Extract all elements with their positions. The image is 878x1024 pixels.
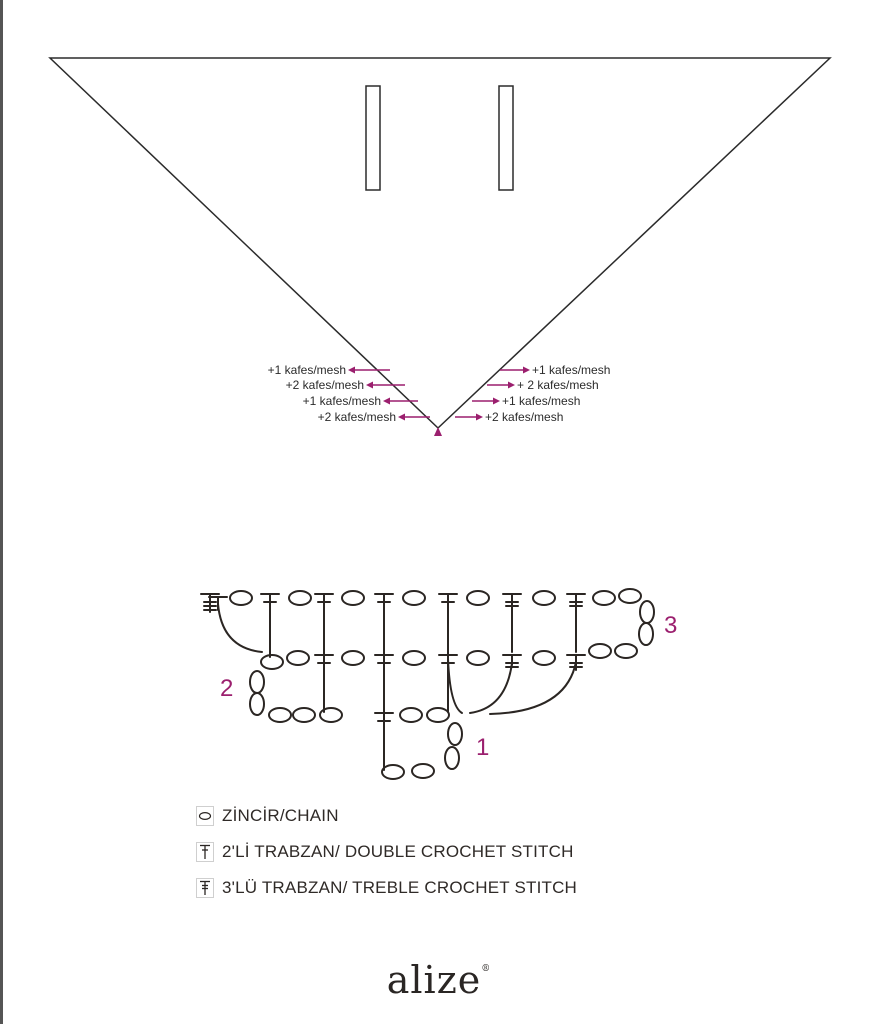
registered-mark: ® (481, 964, 492, 974)
chain-stitch (618, 588, 642, 604)
chain-stitch (466, 590, 490, 606)
chain-stitch (319, 707, 343, 723)
row-label-2: 2 (220, 675, 233, 702)
chain-stitch (288, 590, 312, 606)
chain-stitch (402, 650, 426, 666)
chain-stitch (614, 643, 638, 659)
legend-chain-label: ZİNCİR/CHAIN (222, 806, 339, 825)
legend-double-crochet-label: 2'Lİ TRABZAN/ DOUBLE CROCHET STITCH (222, 842, 574, 861)
chain-stitch (249, 670, 265, 694)
treble-crochet-symbol-icon (196, 878, 214, 898)
chain-stitch (229, 590, 253, 606)
shawl-outline (48, 57, 832, 430)
chain-stitch (399, 707, 423, 723)
legend-row-chain: ZİNCİR/CHAIN (196, 806, 339, 826)
brand-logo: alize® (0, 958, 878, 1002)
chain-stitch (638, 622, 654, 646)
stitch-curve (217, 603, 263, 653)
row-label-1: 1 (476, 734, 489, 761)
increase-label-right-2: + 2 kafes/mesh (517, 378, 599, 392)
legend-row-treble-crochet: 3'LÜ TRABZAN/ TREBLE CROCHET STITCH (196, 878, 577, 898)
double-crochet-symbol-icon (196, 842, 214, 862)
increase-label-left-4: +2 kafes/mesh (318, 410, 396, 424)
slot-left (365, 85, 381, 191)
increase-arrows-right: +1 kafes/mesh + 2 kafes/mesh +1 kafes/me… (455, 363, 610, 424)
chain-stitch (592, 590, 616, 606)
chain-stitch (286, 650, 310, 666)
increase-label-left-3: +1 kafes/mesh (303, 394, 381, 408)
increase-label-right-1: +1 kafes/mesh (532, 363, 610, 377)
stitch-curve (489, 661, 577, 715)
chain-stitch (532, 650, 556, 666)
increase-label-left-1: +1 kafes/mesh (268, 363, 346, 377)
chain-stitch (402, 590, 426, 606)
chain-stitch (411, 763, 435, 779)
legend-row-double-crochet: 2'Lİ TRABZAN/ DOUBLE CROCHET STITCH (196, 842, 574, 862)
increase-arrows-left: +1 kafes/mesh +2 kafes/mesh +1 kafes/mes… (268, 363, 430, 424)
increase-label-right-3: +1 kafes/mesh (502, 394, 580, 408)
chain-stitch (249, 692, 265, 716)
chain-stitch (292, 707, 316, 723)
row-label-3: 3 (664, 612, 677, 639)
chain-stitch (532, 590, 556, 606)
shawl-schematic: +1 kafes/mesh +2 kafes/mesh +1 kafes/mes… (48, 57, 832, 436)
stitch-curve (447, 658, 463, 714)
brand-name: alize (386, 958, 482, 1002)
chain-stitch (260, 654, 284, 670)
chain-stitch (588, 643, 612, 659)
chain-symbol-icon (196, 806, 214, 826)
left-edge-line (0, 0, 3, 1024)
legend-treble-crochet-label: 3'LÜ TRABZAN/ TREBLE CROCHET STITCH (222, 878, 578, 897)
chain-stitch (341, 590, 365, 606)
stitch-chart: 1 2 3 (200, 588, 677, 780)
chain-stitch (341, 650, 365, 666)
increase-label-right-4: +2 kafes/mesh (485, 410, 563, 424)
chain-stitch (268, 707, 292, 723)
chain-stitch (466, 650, 490, 666)
stitch-curve (469, 662, 513, 714)
chain-stitch (381, 764, 405, 780)
start-marker (434, 427, 442, 436)
chain-stitch (444, 746, 460, 770)
chain-stitch (447, 722, 463, 746)
increase-label-left-2: +2 kafes/mesh (286, 378, 364, 392)
chain-stitch (426, 707, 450, 723)
stitch-symbols (200, 588, 655, 780)
slot-right (498, 85, 514, 191)
chain-stitch (639, 600, 655, 624)
